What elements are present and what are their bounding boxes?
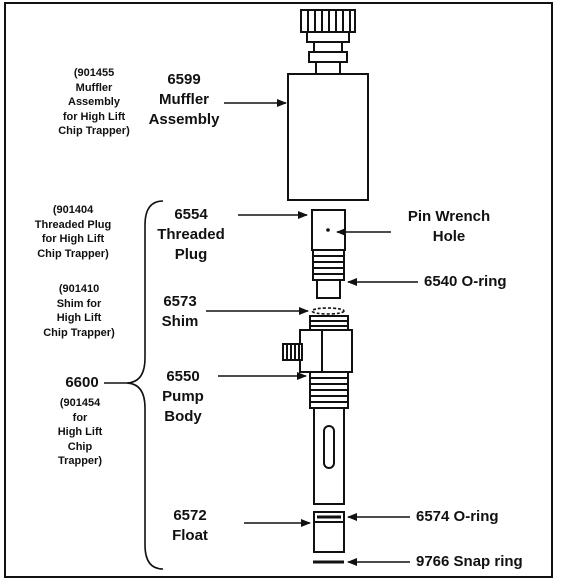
- muffler-note: (901455 Muffler Assembly for High Lift C…: [44, 66, 144, 139]
- label-line: Shim: [161, 313, 199, 330]
- note-line: (901404: [52, 204, 94, 216]
- muffler-body: [287, 73, 369, 201]
- note-line: Muffler: [75, 81, 113, 94]
- note-line: (901410: [58, 283, 100, 295]
- shim-note: (901410 Shim for High Lift Chip Trapper): [24, 282, 134, 340]
- note-line: Chip Trapper): [43, 326, 115, 339]
- note-line: Shim for: [56, 297, 102, 310]
- threaded-plug-label: 6554 Threaded Plug: [146, 205, 236, 265]
- label-line: 6550: [166, 368, 200, 385]
- diagram-frame: [4, 2, 553, 578]
- label-line: Muffler: [159, 91, 209, 108]
- pin-wrench-label: Pin Wrench Hole: [394, 207, 504, 247]
- label-line: Pump: [162, 388, 204, 405]
- muffler-label: 6599 Muffler Assembly: [144, 70, 224, 130]
- note-line: Chip Trapper): [37, 247, 109, 260]
- snap-ring-label: 9766 Snap ring: [416, 553, 523, 570]
- pump-body-label: 6550 Pump Body: [150, 367, 216, 427]
- note-line: for: [72, 411, 88, 424]
- note-line: for High Lift: [41, 233, 105, 245]
- note-line: High Lift: [56, 312, 102, 324]
- label-line: Pin Wrench: [407, 208, 491, 225]
- note-line: (901454: [59, 397, 101, 409]
- oring-upper-label: 6540 O-ring: [424, 273, 507, 290]
- note-line: High Lift: [57, 426, 103, 438]
- threaded-plug: [311, 209, 346, 299]
- assembly-number: 6600: [65, 374, 99, 391]
- label-line: Float: [172, 527, 208, 544]
- float: [313, 511, 345, 553]
- label-line: Hole: [432, 228, 466, 245]
- shim: [311, 307, 345, 315]
- label-line: 6573: [163, 293, 197, 310]
- pump-body: [282, 315, 353, 505]
- note-line: Chip: [67, 440, 93, 453]
- oring-lower-label: 6574 O-ring: [416, 508, 499, 525]
- label-line: 6554: [174, 206, 208, 223]
- label-line: Assembly: [148, 111, 220, 128]
- note-line: for High Lift: [62, 110, 126, 123]
- float-label: 6572 Float: [160, 506, 220, 546]
- assembly-note: (901454 for High Lift Chip Trapper): [40, 396, 120, 469]
- note-line: Chip Trapper): [58, 125, 130, 137]
- note-line: (901455: [73, 67, 115, 79]
- label-line: Body: [164, 408, 202, 425]
- label-line: 6572: [173, 507, 207, 524]
- label-line: Plug: [174, 246, 208, 263]
- note-line: Trapper): [57, 455, 102, 467]
- shim-label: 6573 Shim: [150, 292, 210, 332]
- note-line: Threaded Plug: [34, 218, 112, 231]
- note-line: Assembly: [68, 96, 120, 108]
- label-line: Threaded: [157, 226, 225, 243]
- label-line: 6599: [167, 71, 201, 88]
- threaded-plug-note: (901404 Threaded Plug for High Lift Chip…: [18, 203, 128, 261]
- muffler-knob: [300, 9, 356, 75]
